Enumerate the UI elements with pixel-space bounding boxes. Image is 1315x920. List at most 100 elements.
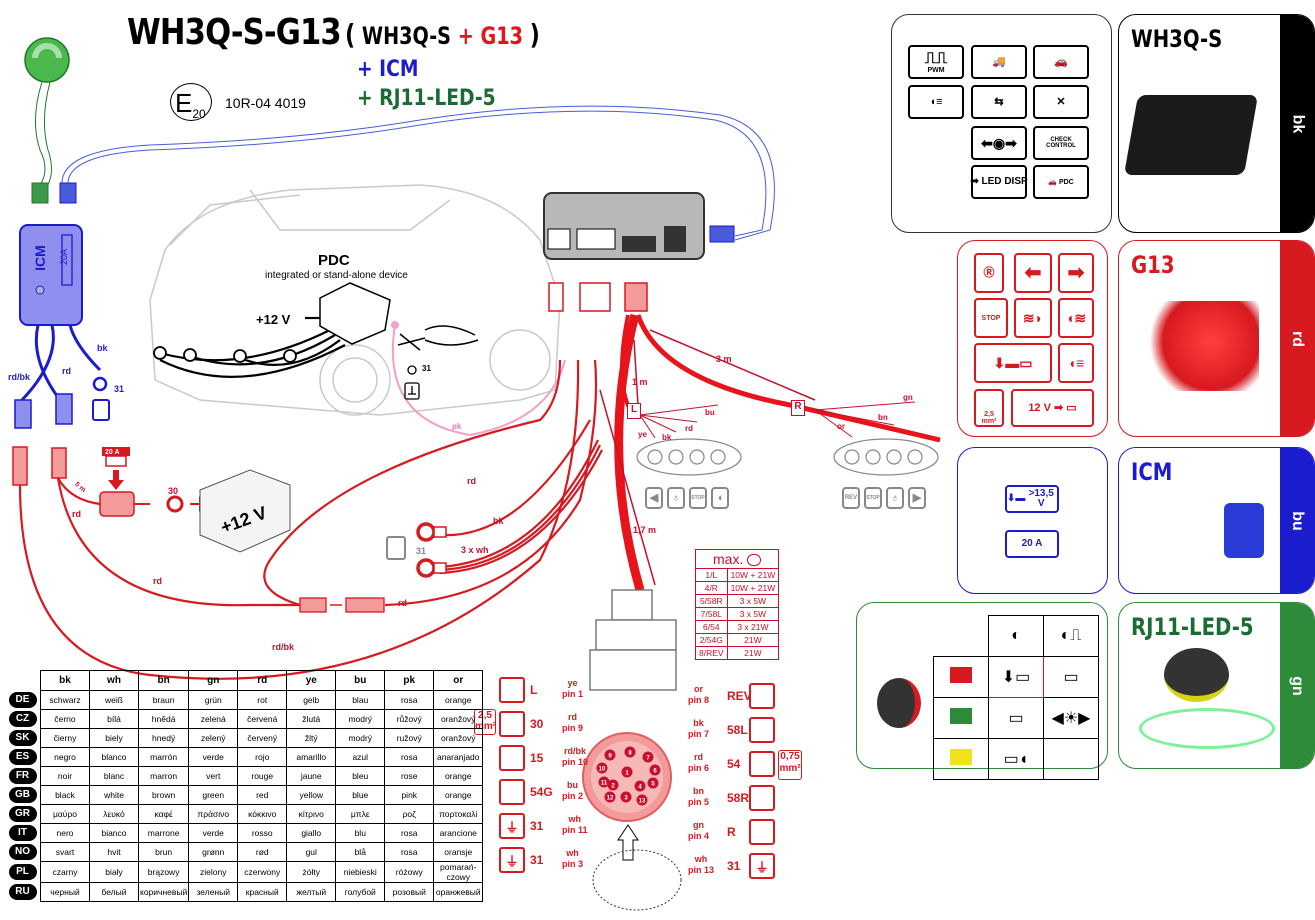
color-cell: белый: [89, 882, 139, 902]
color-cell: rosa: [384, 690, 435, 710]
pin-function-icon: [749, 751, 775, 777]
pdc-ground-symbol: [404, 365, 420, 400]
pin-function-icon: [749, 717, 775, 743]
right-wire-or: or: [837, 422, 845, 431]
socket-pin-number: 1: [625, 771, 629, 777]
battery-red-icon: [950, 666, 972, 683]
fuse-red-icon: ▭: [1043, 656, 1099, 698]
color-cell: oranžový: [433, 728, 484, 748]
bulb-pin: 1/L: [695, 568, 728, 582]
plus-sign: +: [457, 22, 474, 50]
view-arrow: [617, 824, 639, 861]
pin-function-icon: ⏚: [499, 813, 525, 839]
left-indicator-icon: ⬅: [1014, 253, 1052, 293]
socket-pin-5: [647, 777, 659, 789]
language-badge: IT: [8, 825, 37, 841]
color-cell: różowy: [384, 861, 435, 883]
bulb-power: 21W: [726, 633, 780, 647]
socket-pin-number: 12: [607, 796, 614, 802]
pin-function-icon: [749, 785, 775, 811]
color-cell: zelená: [188, 709, 239, 729]
color-cell: ružový: [384, 728, 435, 748]
left-wire-bu: bu: [705, 408, 715, 417]
wh3q-function-panel: ⎍⎍PWM 🚚 🚗 ◖≡ ⇆ ✕ ⬅◉➡ CHECK CONTROL ➡ LED…: [891, 14, 1112, 233]
color-cell: negro: [40, 747, 90, 767]
color-cell: modrý: [335, 709, 386, 729]
right-arrow-icon: ▶: [908, 487, 926, 509]
bulb-pin: 4/R: [695, 581, 728, 595]
lamp-wires: [639, 401, 916, 439]
pin-function-icon: [749, 819, 775, 845]
color-cell: grün: [188, 690, 239, 710]
color-cell: brown: [137, 785, 190, 805]
reverse-gear-icon: Ⓡ: [974, 253, 1004, 293]
pin-color: wh: [694, 854, 708, 864]
color-cell: rouge: [237, 766, 288, 786]
color-cell: зеленый: [188, 882, 239, 902]
pdc-sensors: [153, 346, 297, 363]
color-cell: черный: [40, 882, 90, 902]
color-cell: růžový: [384, 709, 435, 729]
socket-pin-6: [649, 764, 661, 776]
trailer-connected-green-icon: ▭: [988, 697, 1044, 739]
addon-icm: + ICM: [357, 57, 419, 82]
icm-function-panel: ⬇▬>13,5 V 20 A: [957, 447, 1108, 594]
connection-green-icon: [950, 707, 972, 724]
pin-function-icon: [499, 711, 525, 737]
color-cell: marrone: [137, 823, 190, 843]
color-cell: μπλε: [335, 804, 386, 824]
color-header-bk: bk: [40, 670, 90, 691]
socket-body: [589, 589, 677, 691]
socket-pin-9: [604, 749, 616, 761]
color-cell: žlutá: [286, 709, 337, 729]
bulb-pin: 7/58L: [695, 607, 728, 621]
icm-wires: [20, 324, 102, 402]
pin-color: bk: [693, 718, 704, 728]
ground-rings: [416, 522, 447, 578]
color-header-bu: bu: [335, 670, 386, 691]
bracket-close: ): [529, 18, 540, 51]
socket-pin-3: [620, 791, 632, 803]
rj11-color-tab: gn: [1280, 603, 1314, 768]
wire-section-right: 0,75 mm²: [778, 750, 802, 780]
color-cell: černo: [40, 709, 90, 729]
pin-terminal-label: 31: [727, 859, 741, 873]
voltage-threshold-icon: ⬇▬>13,5 V: [1005, 485, 1059, 513]
color-cell: yellow: [286, 785, 337, 805]
ground-31-label: 31: [416, 546, 427, 556]
pin-function-icon: [499, 745, 525, 771]
socket-pin-number: 13: [639, 799, 646, 805]
emark-number: 20: [192, 107, 206, 122]
language-badge: FR: [8, 768, 37, 784]
color-cell: žltý: [286, 728, 337, 748]
g13-product-card: G13 rd: [1118, 240, 1315, 437]
wire-rd-fuse: rd: [72, 509, 81, 519]
color-header-gn: gn: [188, 670, 239, 691]
bulb-power: 3 x 5W: [726, 607, 780, 621]
pin-number: pin 3: [562, 859, 584, 869]
color-cell: red: [237, 785, 288, 805]
pin-color: bu: [567, 780, 578, 790]
icm-fuse-label: 20A: [59, 248, 70, 266]
ring-terminal-30: [166, 495, 184, 513]
color-cell: rød: [237, 842, 288, 862]
pin-number: pin 11: [562, 825, 588, 835]
color-cell: brun: [137, 842, 190, 862]
bulb-power: 10W + 21W: [726, 581, 780, 595]
trailer-charging-red-icon: ⬇▭: [988, 656, 1044, 698]
check-control-icon: CHECK CONTROL: [1033, 126, 1089, 160]
pin-function-icon: [749, 683, 775, 709]
color-cell: jaune: [286, 766, 337, 786]
g13-function-panel: Ⓡ ⬅ ➡ STOP ≋◗ ◖≋ ⬇▬▭ ◖≡ 2,5 mm² 12 V ➡ ▭: [957, 240, 1108, 437]
language-badge: SK: [8, 730, 37, 746]
language-badge: NO: [8, 844, 37, 860]
color-cell: verde: [188, 747, 239, 767]
wire-section-icon: 2,5 mm²: [974, 389, 1004, 427]
color-cell: κίτρινο: [286, 804, 337, 824]
